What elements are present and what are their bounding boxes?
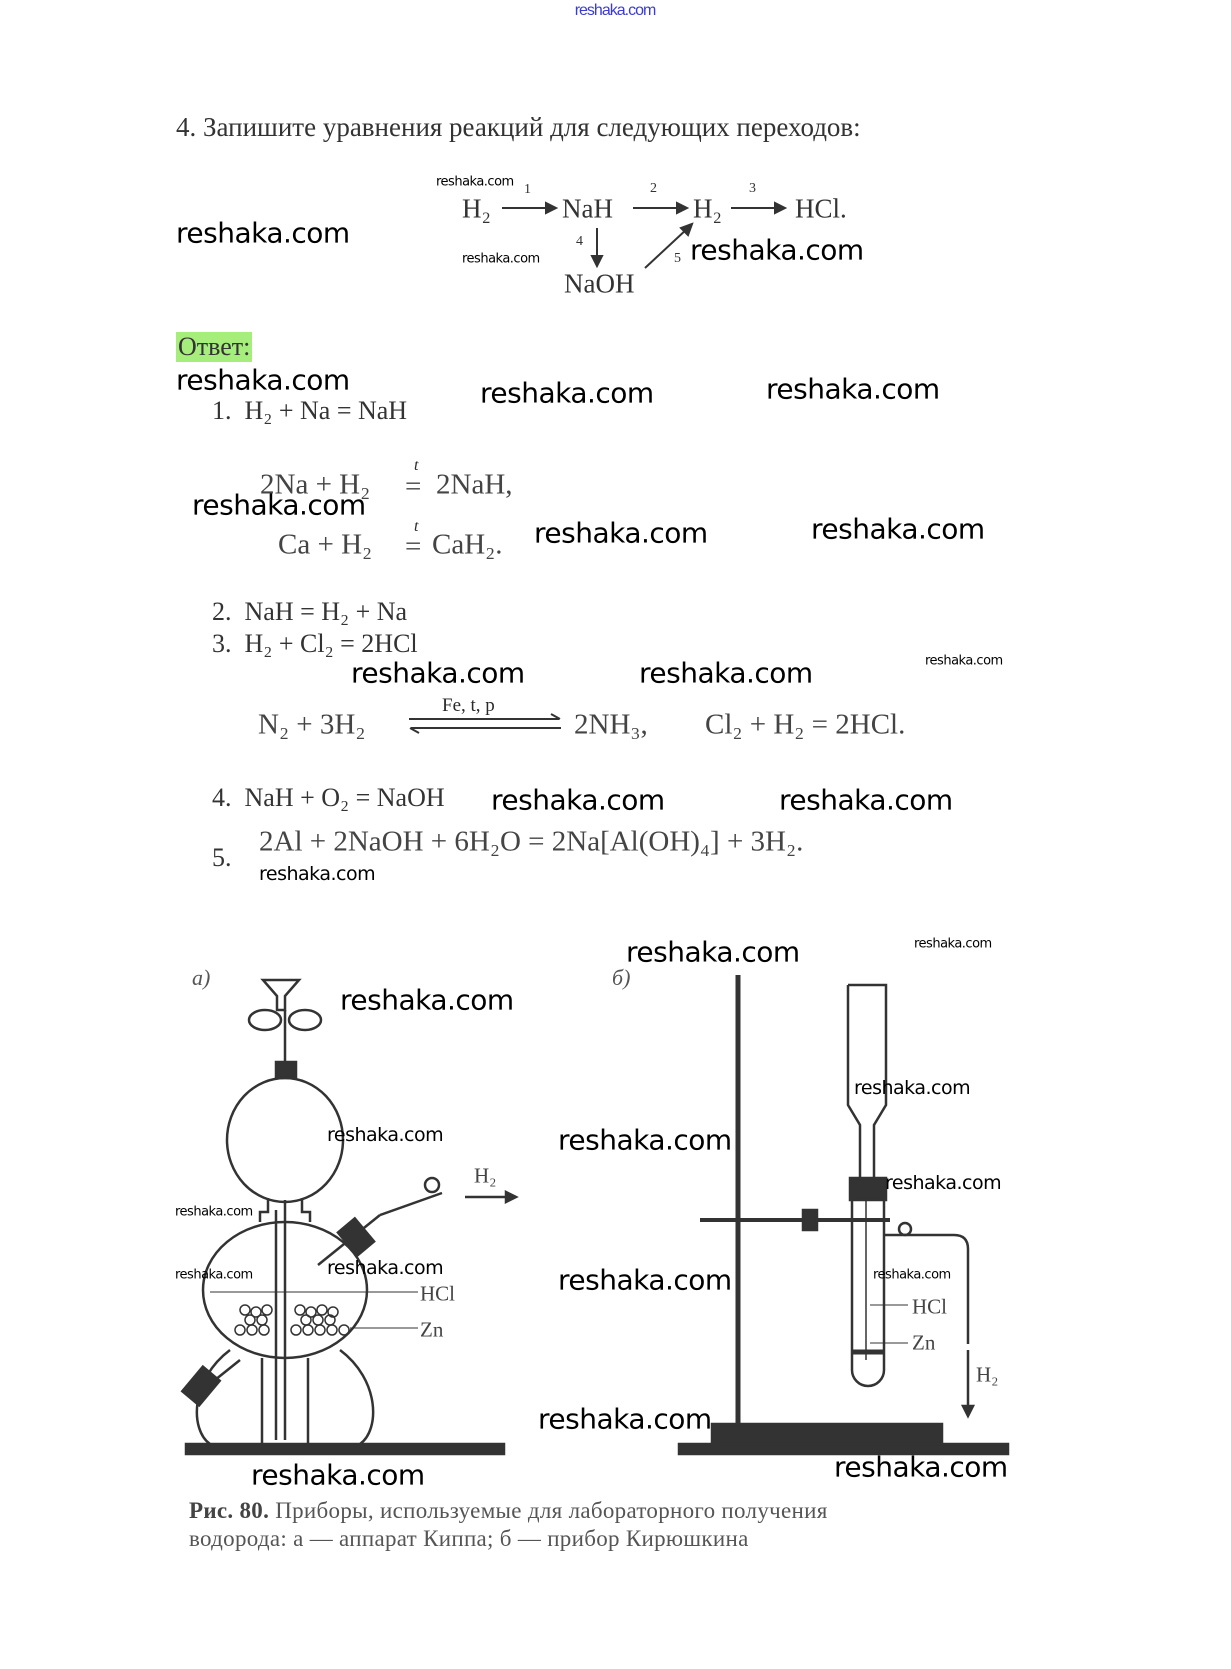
watermark: reshaka.com: [558, 1263, 732, 1297]
watermark: reshaka.com: [491, 783, 665, 817]
line-number: 2.: [212, 597, 232, 626]
watermark: reshaka.com: [558, 1123, 732, 1157]
watermark: reshaka.com: [436, 174, 514, 190]
watermark: reshaka.com: [873, 1267, 951, 1283]
line-number: 3.: [212, 629, 232, 658]
watermark: reshaka.com: [639, 656, 813, 690]
caption-figure-number: Рис. 80.: [189, 1498, 270, 1523]
scheme-nah: NaH: [562, 193, 613, 224]
step-5: 5: [674, 251, 681, 266]
watermark: reshaka.com: [192, 488, 366, 522]
watermark: reshaka.com: [766, 372, 940, 406]
answer-line-5-equation: 2Al + 2NaOH + 6H₂O = 2Na[Al(OH)₄] + 3H₂.: [259, 825, 804, 858]
watermark: reshaka.com: [690, 233, 864, 267]
ca-eq-right: CaH₂.: [432, 528, 503, 561]
watermark: reshaka.com: [176, 216, 350, 250]
watermark: reshaka.com: [340, 983, 514, 1017]
watermark: reshaka.com: [175, 1267, 253, 1283]
answer-line-4: 4. NaH + O₂ = NaOH: [212, 783, 445, 813]
watermark: reshaka.com: [534, 516, 708, 550]
figure-caption-line-1: Рис. 80. Приборы, используемые для лабор…: [189, 1498, 828, 1524]
answer-line-5-number: 5.: [212, 843, 232, 872]
equilibrium-arrow-icon: [409, 713, 561, 734]
kiryushkin-apparatus: [677, 975, 1010, 1456]
equation: NaH = H₂ + Na: [244, 597, 408, 626]
task-title: 4. Запишите уравнения реакций для следую…: [176, 112, 861, 142]
kiryushkin-hcl-label: HCl: [912, 1294, 948, 1319]
watermark: reshaka.com: [925, 653, 1003, 669]
watermark: reshaka.com: [327, 1124, 444, 1146]
caption-text: Приборы, используемые для лабораторного …: [269, 1498, 828, 1523]
na-eq-condition: t: [414, 457, 419, 474]
watermark: reshaka.com: [811, 512, 985, 546]
step-4: 4: [576, 234, 583, 249]
ca-eq-left: Ca + H₂: [278, 528, 373, 561]
answer-label: Ответ:: [176, 332, 253, 362]
n2-eq-right: 2NH₃,: [574, 708, 648, 741]
watermark: reshaka.com: [259, 863, 376, 885]
na-eq-right: 2NaH,: [436, 468, 513, 501]
kipp-h2-label: H₂: [474, 1163, 497, 1188]
scheme-arrows: [502, 201, 788, 269]
watermark: reshaka.com: [538, 1402, 712, 1436]
step-2: 2: [650, 181, 657, 196]
ca-eq-condition: t: [414, 518, 419, 535]
equation: H₂ + Cl₂ = 2HCl: [244, 629, 418, 658]
watermark: reshaka.com: [914, 936, 992, 952]
watermark: reshaka.com: [626, 935, 800, 969]
site-link[interactable]: reshaka.com: [574, 2, 657, 19]
kipp-hcl-label: HCl: [420, 1281, 456, 1306]
step-3: 3: [749, 181, 756, 196]
kiryushkin-h2-label: H₂: [976, 1362, 999, 1387]
equation: NaH + O₂ = NaOH: [244, 783, 445, 812]
answer-line-3: 3. H₂ + Cl₂ = 2HCl: [212, 629, 418, 659]
scheme-hcl: HCl.: [795, 193, 847, 224]
figure-caption-line-2: водорода: а — аппарат Киппа; б — прибор …: [189, 1526, 749, 1551]
scheme-h2-start: H₂: [462, 193, 491, 224]
figure-label-b: б): [612, 965, 631, 990]
eq-sign: =: [405, 470, 422, 503]
watermark: reshaka.com: [327, 1257, 444, 1279]
na-eq-left: 2Na + H₂: [260, 468, 371, 501]
watermark: reshaka.com: [251, 1458, 425, 1492]
figure-label-a: а): [192, 965, 211, 990]
watermark: reshaka.com: [885, 1172, 1002, 1194]
line-number: 4.: [212, 783, 232, 812]
answer-line-1: 1. H₂ + Na = NaH: [212, 396, 407, 426]
equation: H₂ + Na = NaH: [244, 396, 408, 425]
watermark: reshaka.com: [351, 656, 525, 690]
watermark: reshaka.com: [779, 783, 953, 817]
scheme-naoh: NaOH: [564, 268, 635, 299]
answer-line-2: 2. NaH = H₂ + Na: [212, 597, 407, 627]
watermark: reshaka.com: [834, 1450, 1008, 1484]
watermark: reshaka.com: [462, 251, 540, 267]
scheme-h2-mid: H₂: [693, 193, 722, 224]
watermark: reshaka.com: [176, 363, 350, 397]
kipp-zn-label: Zn: [420, 1317, 444, 1342]
kiryushkin-zn-label: Zn: [912, 1330, 936, 1355]
watermark: reshaka.com: [854, 1077, 971, 1099]
watermark: reshaka.com: [480, 376, 654, 410]
cl-eq: Cl₂ + H₂ = 2HCl.: [705, 708, 906, 741]
watermark: reshaka.com: [175, 1204, 253, 1220]
eq-sign: =: [405, 530, 422, 563]
step-1: 1: [524, 182, 531, 197]
line-number: 1.: [212, 396, 232, 425]
n2-eq-left: N₂ + 3H₂: [258, 708, 366, 741]
n2-eq-condition: Fe, t, p: [442, 695, 495, 716]
